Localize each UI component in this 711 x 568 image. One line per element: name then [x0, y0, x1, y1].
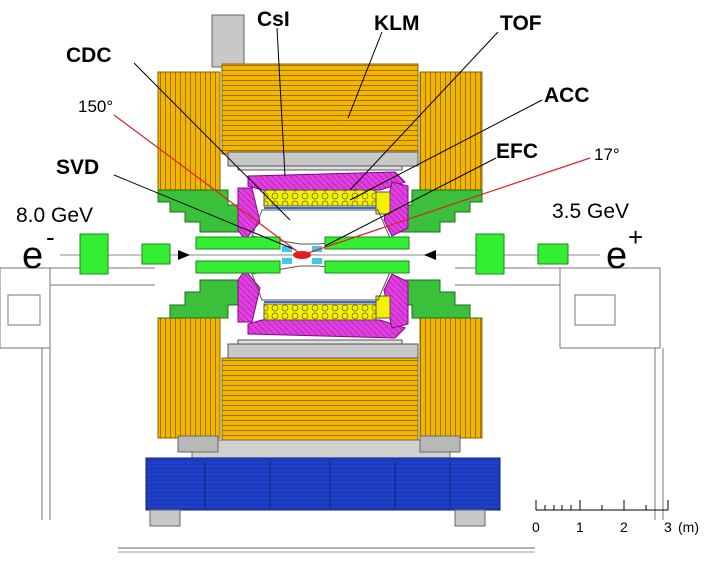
label-cdc: CDC: [66, 44, 112, 67]
label-efc: EFC: [496, 140, 538, 163]
label-acc: ACC: [544, 84, 590, 107]
label-klm: KLM: [374, 12, 420, 35]
right-stand: [455, 267, 664, 520]
leader-lines: [113, 27, 543, 251]
positron-charge: +: [628, 222, 643, 252]
beamline: [60, 233, 600, 275]
scale-bar: [535, 500, 669, 511]
electron-energy: 8.0 GeV: [16, 204, 93, 227]
support-structure: [118, 435, 535, 553]
scale-tick-0: 0: [532, 519, 540, 535]
angle-backward: 150°: [78, 97, 113, 116]
left-stand: [0, 267, 155, 520]
positron-energy: 3.5 GeV: [552, 200, 629, 223]
angle-lines: [113, 114, 591, 256]
cdc-outline: [251, 209, 391, 301]
label-svd: SVD: [56, 156, 99, 179]
acc-tof-barrel: [263, 189, 391, 321]
electron-symbol: e: [22, 235, 43, 277]
angle-forward: 17°: [594, 145, 620, 164]
scale-tick-3: 3: [664, 519, 672, 535]
solenoid-frame: [227, 151, 419, 359]
electron-charge: -: [46, 222, 55, 252]
positron-symbol: e: [606, 235, 627, 277]
scale-tick-1: 1: [576, 519, 584, 535]
endcap-green-blocks: [157, 189, 483, 319]
scale-unit: (m): [678, 519, 699, 535]
label-csi: CsI: [257, 8, 290, 31]
label-tof: TOF: [500, 12, 542, 35]
scale-tick-2: 2: [620, 519, 628, 535]
